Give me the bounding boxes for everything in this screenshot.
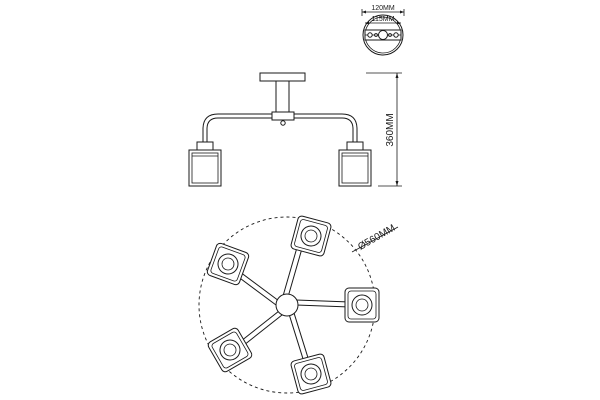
canopy-top-view: 120MM 115MM — [361, 5, 405, 56]
plan-shade-right — [344, 287, 380, 323]
right-glass-shade — [338, 149, 372, 187]
canopy-outer-dimension: 120MM — [371, 5, 395, 12]
canopy-inner-dimension: 115MM — [372, 16, 395, 23]
fixture-side-view: 360MM — [188, 72, 402, 187]
screw-icon — [367, 32, 373, 38]
center-hole — [378, 30, 388, 40]
plan-shade-lower-right — [290, 353, 332, 395]
plan-arms — [228, 243, 351, 363]
right-arm — [294, 113, 358, 142]
height-dimension: 360MM — [385, 113, 396, 146]
ceiling-canopy — [259, 72, 306, 82]
hub-knob — [280, 120, 286, 126]
diameter-dimension: Ø560MM — [356, 223, 397, 253]
right-socket-holder — [346, 141, 364, 151]
fixture-plan-view: Ø560MM — [198, 215, 399, 395]
plan-shade-upper — [290, 215, 332, 257]
left-glass-shade — [188, 149, 222, 187]
left-arm — [202, 113, 272, 142]
plan-hub — [275, 293, 299, 317]
plan-shade-upper-left — [206, 242, 250, 286]
left-socket-holder — [196, 141, 214, 151]
screw-icon — [393, 32, 399, 38]
diameter-leader — [351, 226, 399, 253]
plan-shade-lower-left — [207, 327, 253, 373]
canopy-outline — [362, 14, 404, 56]
center-hub — [271, 111, 295, 121]
